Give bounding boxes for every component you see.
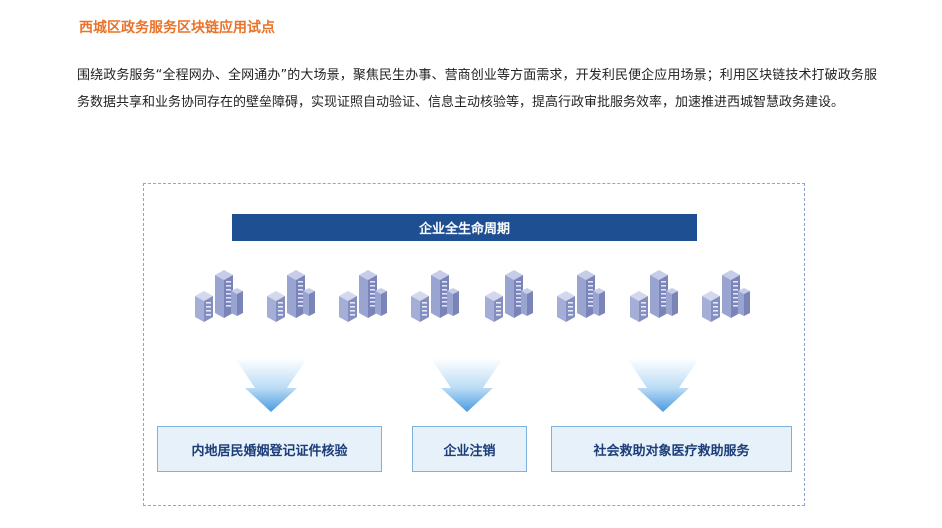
building-icon [267, 270, 315, 322]
section-title: 西城区政务服务区块链应用试点 [79, 20, 275, 36]
down-arrow-icon [235, 358, 307, 412]
down-arrow-icon [627, 358, 699, 412]
down-arrow-icon [431, 358, 503, 412]
output-box-medical-assistance: 社会救助对象医疗救助服务 [551, 426, 792, 472]
intro-paragraph: 围绕政务服务“全程网办、全网通办”的大场景，聚焦民生办事、营商创业等方面需求，开… [77, 68, 877, 110]
output-box-marriage-verification: 内地居民婚姻登记证件核验 [157, 426, 382, 472]
diagram-frame [143, 183, 805, 506]
lifecycle-banner: 企业全生命周期 [232, 214, 697, 241]
building-icon [702, 270, 750, 322]
building-icon [557, 270, 605, 322]
building-icon [411, 270, 459, 322]
building-icon [195, 270, 243, 322]
building-icon [339, 270, 387, 322]
building-icon [485, 270, 533, 322]
output-box-enterprise-deregistration: 企业注销 [412, 426, 527, 472]
building-icon [630, 270, 678, 322]
